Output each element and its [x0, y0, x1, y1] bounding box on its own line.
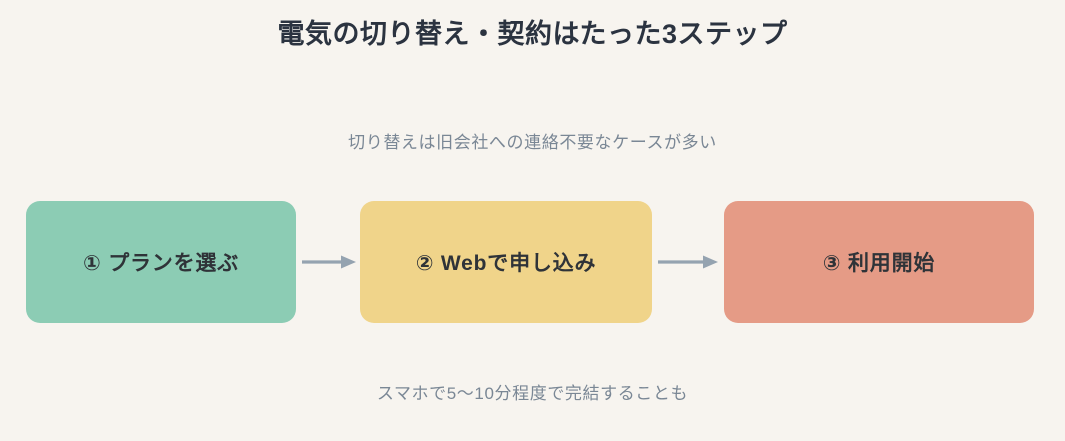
step-3-label: ③ 利用開始 [822, 252, 936, 275]
page-title: 電気の切り替え・契約はたった3ステップ [277, 19, 788, 49]
arrow-step1-to-step2-icon [301, 251, 357, 273]
step-1-label: ① プランを選ぶ [82, 252, 239, 275]
step-box-2: ② Webで申し込み [360, 201, 652, 323]
flow-caption-note: スマホで5〜10分程度で完結することも [376, 384, 689, 403]
arrow-step2-to-step3-icon [657, 251, 719, 273]
step-box-1: ① プランを選ぶ [26, 201, 296, 323]
flow-subtitle-note: 切り替えは旧会社への連絡不要なケースが多い [348, 133, 717, 152]
step-2-label: ② Webで申し込み [415, 252, 597, 275]
flow-row: ① プランを選ぶ ② Webで申し込み ③ 利用開始 [0, 201, 1065, 323]
step-box-3: ③ 利用開始 [724, 201, 1034, 323]
